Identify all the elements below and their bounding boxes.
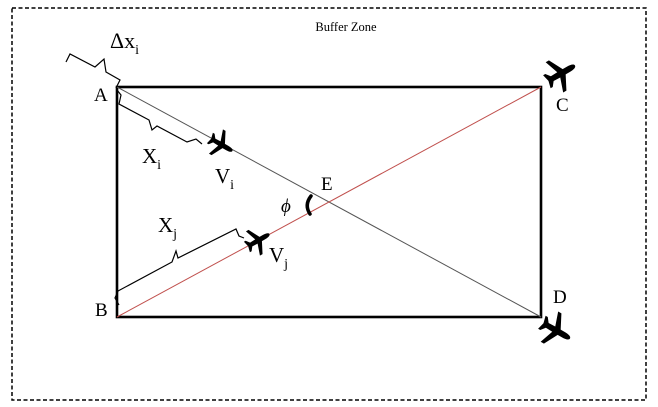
angle-phi-label: ϕ <box>281 196 291 217</box>
sector-rectangle <box>115 85 543 319</box>
xj-brace <box>114 228 245 306</box>
point-label-e: E <box>321 174 333 195</box>
xi-label: Xi <box>142 144 161 173</box>
delta-x-brace <box>65 53 121 89</box>
point-label-b: B <box>95 300 108 321</box>
buffer-zone-border <box>11 7 647 401</box>
airplane-icon <box>202 125 240 164</box>
vi-label: Vi <box>215 164 234 193</box>
xi-brace <box>116 89 203 145</box>
buffer-zone-title: Buffer Zone <box>315 20 377 34</box>
point-label-c: C <box>556 95 569 116</box>
point-label-d: D <box>553 287 567 308</box>
diagonal-b-to-c <box>116 86 542 318</box>
delta-x-label: Δxi <box>110 28 139 58</box>
xj-label: Xj <box>158 213 177 242</box>
airplane-icon <box>538 50 584 97</box>
vj-label: Vj <box>269 243 288 272</box>
angle-arc <box>305 194 313 216</box>
point-label-a: A <box>94 85 108 106</box>
